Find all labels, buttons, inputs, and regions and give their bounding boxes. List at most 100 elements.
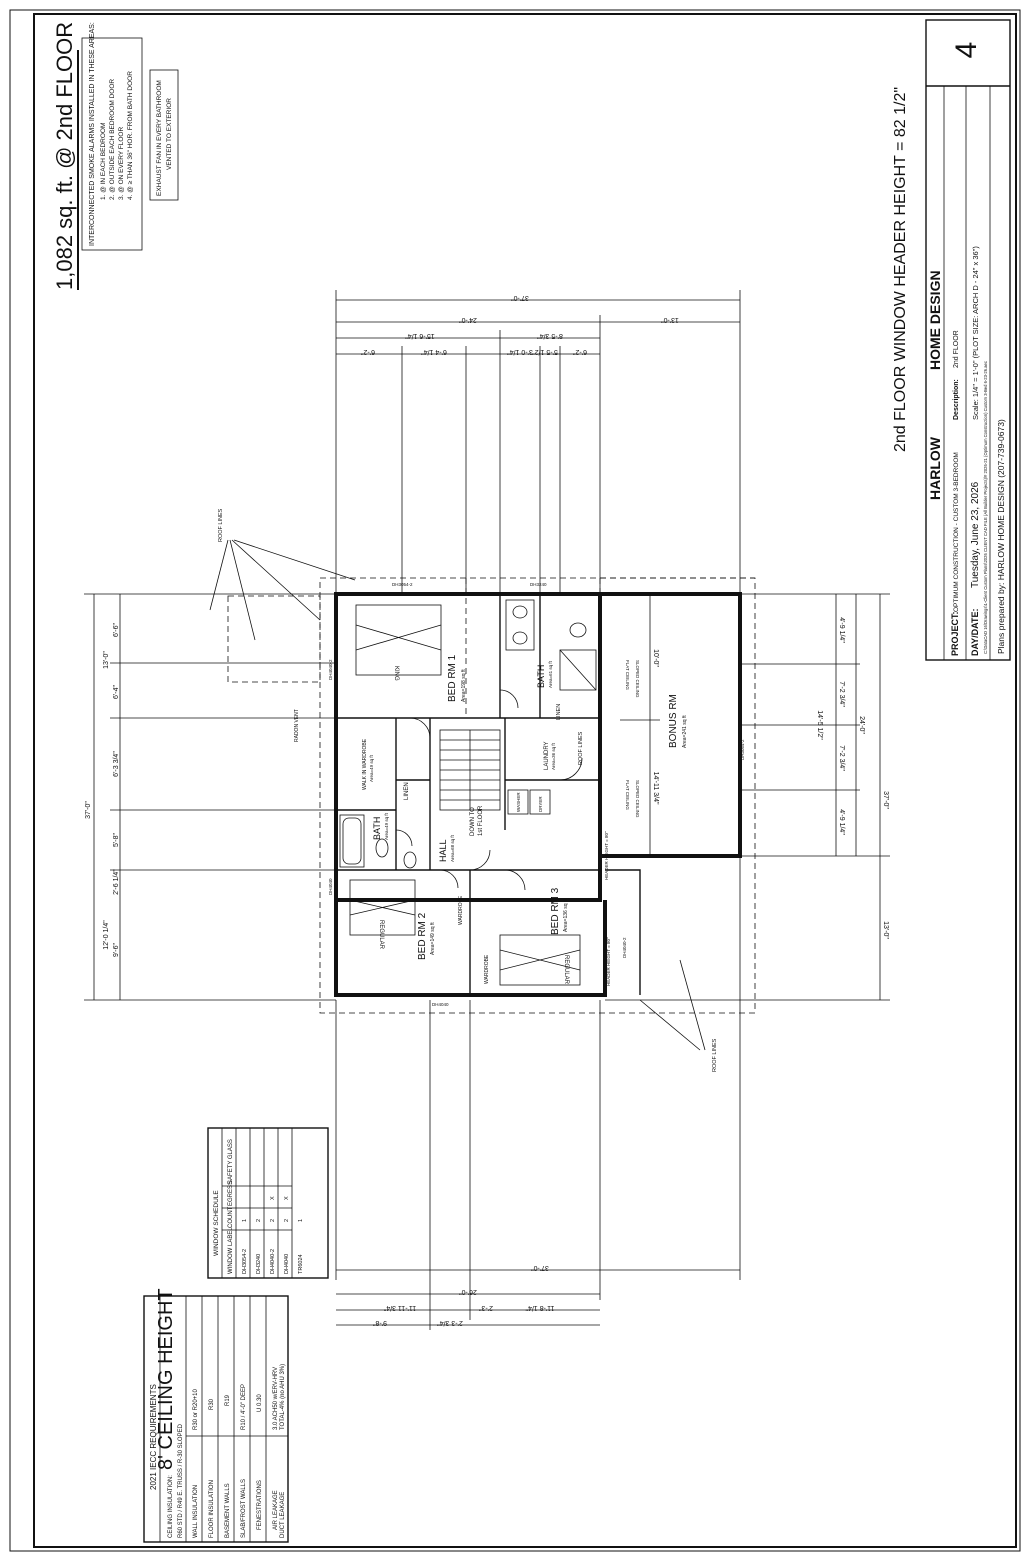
sloped-ceiling-label-1: SLOPED CEILING	[635, 660, 640, 698]
wardrobe-label-2: WARDROBE	[458, 895, 464, 925]
ws-row-3-egress: X	[284, 1196, 290, 1200]
window-schedule-title: WINDOW SCHEDULE	[213, 1190, 220, 1256]
project-label: PROJECT:	[950, 611, 960, 656]
bottom-dimension-lines	[335, 856, 741, 1330]
dim-right-37: 37'-0"	[882, 791, 889, 809]
linen-label-1: LINEN	[404, 782, 410, 800]
regular-bed-2-label: REGULAR	[378, 920, 384, 950]
window-schedule-header-2: EGRESS	[228, 1181, 234, 1206]
washer-label: WASHER	[516, 792, 521, 812]
right-dimension-lines	[600, 593, 890, 1001]
exhaust-note-line-1: VENTED TO EXTERIOR	[166, 98, 173, 170]
bonus-rm-area: Area=241 sq ft	[682, 715, 688, 748]
toilet-lower	[375, 838, 389, 858]
shower-upper	[559, 649, 597, 691]
window-tag-4: DH4040	[328, 878, 333, 895]
iecc-row-4-label: SLAB/FROST WALLS	[241, 1479, 247, 1538]
dim-left-12-01: 12'-0 1/4"	[103, 920, 110, 950]
walk-in-wardrobe-label: WALK IN WARDROBE	[362, 738, 368, 790]
dim-bot-11-113: 11'-11 3/4"	[383, 1304, 416, 1311]
dim-bot-26: 26'-0"	[459, 1288, 477, 1295]
dim-left-6-6: 6'-6"	[113, 623, 120, 637]
ws-row-3-label: DH4040	[284, 1254, 290, 1274]
roof-lines-label-2: ROOF LINES	[578, 731, 584, 765]
smoke-note-line-3: 3. @ ON EVERY FLOOR	[118, 127, 125, 200]
window-schedule-table: WINDOW SCHEDULE WINDOW LABEL COUNT EGRES…	[207, 1127, 329, 1279]
regular-bed-2	[349, 879, 416, 936]
walk-in-wardrobe-area: Area=49 sq ft	[369, 754, 374, 782]
window-tag-1: DH3054-2	[392, 582, 413, 587]
king-bed	[355, 604, 442, 676]
ceiling-height-note: 8' CEILING HEIGHT	[155, 1288, 177, 1470]
area-title-text: 1,082 sq. ft. @ 2nd FLOOR	[52, 22, 77, 290]
dim-right-4-91a: 4'-9 1/4"	[838, 617, 845, 643]
dim-bot-2-33: 2'-3 3/4"	[437, 1319, 463, 1326]
bottom-dimension-labels: 37'-0" 26'-0" 11'-11 3/4" 2'-3" 11'-8 1/…	[373, 1264, 555, 1326]
interior-walls	[336, 594, 600, 995]
project-value: OPTIMUM CONSTRUCTION - CUSTOM 3-BEDROOM	[953, 452, 960, 612]
dim-left-2-61: 2'-6 1/4"	[113, 869, 120, 895]
prepared-by-text: Plans prepared by: HARLOW HOME DESIGN (2…	[996, 419, 1006, 654]
iecc-row-3-value: R19	[225, 1394, 231, 1406]
sloped-ceiling-label-2: SLOPED CEILING	[635, 780, 640, 818]
window-tag-7: DH4040	[432, 1002, 449, 1007]
window-header-height-note: 2nd FLOOR WINDOW HEADER HEIGHT = 82 1/2"	[892, 87, 909, 452]
tub	[339, 814, 365, 868]
dim-top-6-2b: 6'-2"	[573, 348, 587, 355]
iecc-row-6-label: AIR LEAKAGE	[273, 1490, 279, 1530]
flat-ceiling-label-2: FLAT CEILING	[625, 780, 630, 810]
sheet-inner-border	[33, 13, 1017, 1548]
exhaust-note: EXHAUST FAN IN EVERY BATHROOM VENTED TO …	[156, 80, 173, 196]
dim-bot-11-81: 11'-8 1/4"	[525, 1304, 555, 1311]
hall-label: HALL	[438, 839, 448, 862]
dim-top-13: 13'-0"	[661, 316, 679, 323]
dim-top-6-2: 6'-2"	[361, 348, 375, 355]
exterior-walls	[334, 592, 602, 902]
dim-right-14-51: 14'-5 1/2"	[816, 710, 823, 740]
iecc-title: 2021 IECC REQUIREMENTS	[149, 1384, 158, 1490]
vanity-upper	[505, 599, 535, 651]
iecc-row-3-label: BASEMENT WALLS	[225, 1483, 231, 1538]
left-dimension-lines	[84, 593, 336, 1001]
dim-right-24: 24'-0"	[858, 716, 865, 734]
description-value: 2nd FLOOR	[953, 330, 960, 368]
smoke-note-line-2: 2. @ OUTSIDE EACH BEDROOM DOOR	[109, 79, 116, 200]
window-tag-2: DH3054-2	[740, 739, 745, 760]
ws-row-1-count: 2	[256, 1219, 262, 1222]
down-to-label: DOWN TO	[470, 807, 476, 836]
window-tag-6: DH4040-2	[622, 937, 627, 958]
regular-bed-3	[499, 934, 581, 986]
dim-bot-2-3: 2'-3"	[479, 1304, 493, 1311]
laundry-area: Area=36 sq ft	[551, 742, 556, 770]
date-value: Tuesday, June 23, 2026	[970, 481, 981, 588]
hall-area: Area=68 sq ft	[450, 834, 455, 862]
bonus-rm-label: BONUS RM	[668, 694, 679, 748]
bed-rm-3-area: Area=136 sq ft	[563, 899, 569, 932]
iecc-row-2-value: R30	[209, 1398, 215, 1410]
dim-right-13: 13'-0"	[882, 921, 889, 939]
bed-rm-1-area: Area=198 sq ft	[461, 669, 467, 702]
bath-upper-label: BATH	[536, 665, 546, 688]
title-block: 4 HARLOW HOME DESIGN PROJECT: OPTIMUM CO…	[925, 19, 1011, 661]
dim-top-6-41: 6'-4 1/4"	[421, 348, 447, 355]
dim-bot-37: 37'-0"	[531, 1264, 549, 1271]
dim-right-7-23b: 7'-2 3/4"	[838, 745, 845, 771]
smoke-alarm-note-box	[81, 37, 143, 251]
header-height-label-1: HEADER HEIGHT = 80"	[604, 831, 609, 880]
iecc-row-1-value: R30 or R20+10	[193, 1388, 199, 1430]
laundry-label: LAUNDRY	[544, 741, 550, 770]
bed-rm-2-area: Area=149 sq ft	[430, 922, 436, 955]
ws-row-2-egress: X	[270, 1196, 276, 1200]
dim-top-24: 24'-0"	[459, 316, 477, 323]
file-path-text: C:\DataCAD 16\Drawings\1-Client Custom P…	[983, 361, 988, 654]
roof-lines-label-3: ROOF LINES	[712, 1038, 718, 1072]
dim-left-37: 37'-0"	[85, 801, 92, 819]
dim-right-14-113: 14'-11 3/4"	[652, 772, 659, 805]
ws-row-4-count: 1	[298, 1219, 304, 1222]
iecc-row-5-value: U 0.30	[257, 1394, 263, 1412]
dim-top-37: 37'-0"	[511, 294, 529, 301]
smoke-alarm-notes: INTERCONNECTED SMOKE ALARMS INSTALLED IN…	[89, 22, 134, 246]
dim-left-5-8: 5'-8"	[113, 833, 120, 847]
sheet-number: 4	[950, 42, 983, 59]
